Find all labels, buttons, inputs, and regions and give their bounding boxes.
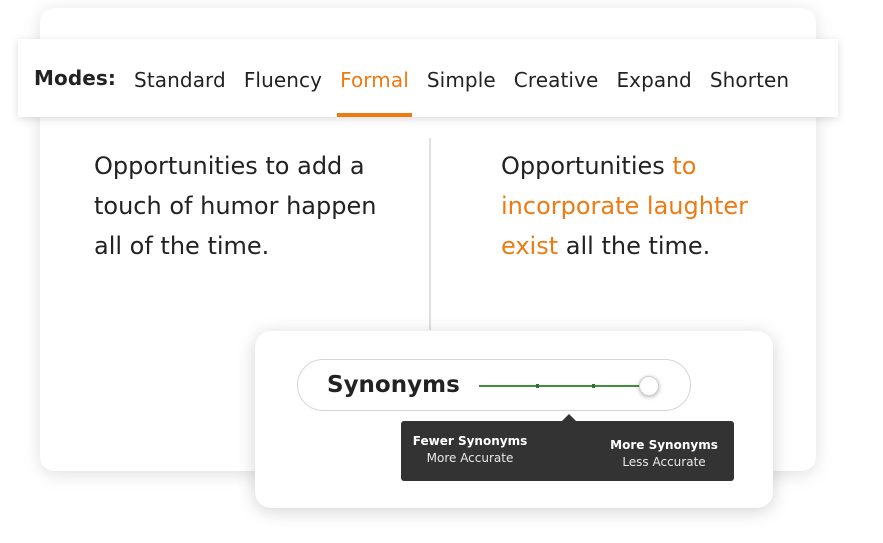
output-text-part2: all the time. — [558, 232, 711, 260]
mode-creative[interactable]: Creative — [513, 68, 599, 92]
synonyms-slider-handle[interactable] — [639, 376, 659, 396]
mode-expand[interactable]: Expand — [616, 68, 692, 92]
synonyms-tooltip: Fewer Synonyms More Accurate More Synony… — [401, 414, 734, 481]
tooltip-more-title: More Synonyms — [610, 438, 718, 452]
tooltip-fewer-title: Fewer Synonyms — [412, 434, 528, 448]
tooltip-fewer-sub: More Accurate — [426, 451, 514, 465]
synonyms-label: Synonyms — [327, 372, 460, 398]
synonyms-slider-track[interactable] — [479, 376, 659, 396]
tooltip-more-sub: Less Accurate — [622, 455, 706, 469]
mode-standard[interactable]: Standard — [134, 68, 226, 92]
input-text[interactable]: Opportunities to add a touch of humor ha… — [94, 152, 377, 260]
modes-label: Modes: — [34, 66, 117, 90]
tooltip-more: More Synonyms Less Accurate — [609, 437, 719, 471]
mode-simple[interactable]: Simple — [426, 68, 496, 92]
output-highlight[interactable]: to incorporate laughter exist — [501, 152, 748, 260]
tooltip-arrow — [561, 414, 577, 422]
synonyms-control: Synonyms — [297, 359, 691, 411]
mode-formal[interactable]: Formal — [337, 39, 412, 117]
panel-divider — [429, 138, 431, 330]
tooltip-fewer: Fewer Synonyms More Accurate — [412, 433, 528, 467]
slider-tick — [536, 384, 539, 388]
slider-tick — [592, 384, 595, 388]
modes-bar: Modes: Standard Fluency Formal Simple Cr… — [18, 39, 838, 117]
output-text[interactable]: Opportunities to incorporate laughter ex… — [501, 146, 801, 266]
synonyms-popup: Synonyms Fewer Synonyms More Accurate Mo… — [255, 331, 773, 508]
mode-fluency[interactable]: Fluency — [243, 68, 323, 92]
output-text-part1: Opportunities — [501, 152, 673, 180]
mode-shorten[interactable]: Shorten — [709, 68, 790, 92]
